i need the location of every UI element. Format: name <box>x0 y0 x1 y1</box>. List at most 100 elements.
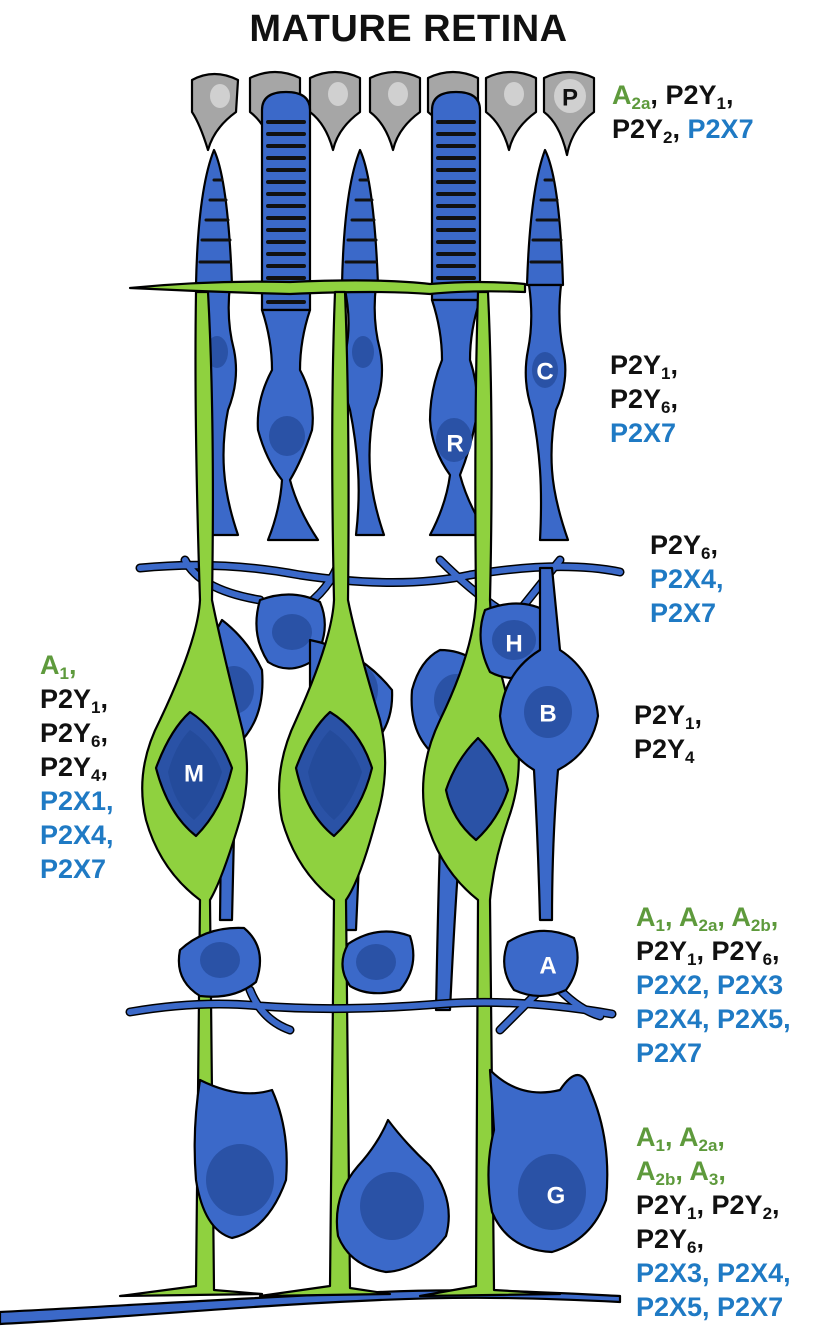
receptor-token: P2X7 <box>636 1038 702 1068</box>
receptor-token: P2Y1 <box>40 684 101 714</box>
receptor-token: P2X4, <box>40 820 114 850</box>
receptor-token: P2Y4 <box>40 752 101 782</box>
receptor-token: P2X5, P2X7 <box>636 1292 783 1322</box>
receptor-label-muller: A1,P2Y1,P2Y6,P2Y4,P2X1,P2X4,P2X7 <box>40 648 114 886</box>
receptor-token: , <box>69 650 77 680</box>
receptor-token: , <box>671 350 679 380</box>
photoreceptor-bodies <box>198 285 568 540</box>
receptor-line: A1, <box>40 648 114 682</box>
receptor-token: , <box>101 718 109 748</box>
receptor-line: P2X2, P2X3 <box>636 968 791 1002</box>
receptor-token: , <box>665 1122 679 1152</box>
receptor-token: , <box>101 684 109 714</box>
receptor-label-photoreceptors: P2Y1,P2Y6,P2X7 <box>610 348 678 450</box>
receptor-token: P2X4, <box>650 564 724 594</box>
receptor-token: P2X2, P2X3 <box>636 970 783 1000</box>
receptor-line: P2Y6, <box>610 382 678 416</box>
receptor-line: A1, A2a, A2b, <box>636 900 791 934</box>
receptor-line: A2a, P2Y1, <box>612 78 754 112</box>
receptor-line: P2X7 <box>40 852 114 886</box>
receptor-line: P2Y1, P2Y2, <box>636 1188 791 1222</box>
receptor-line: A1, A2a, <box>636 1120 791 1154</box>
receptor-line: P2Y1, <box>610 348 678 382</box>
receptor-token: P2Y1 <box>636 1190 697 1220</box>
receptor-token: P2X1, <box>40 786 114 816</box>
receptor-line: P2Y6, <box>636 1222 791 1256</box>
receptor-line: P2X3, P2X4, <box>636 1256 791 1290</box>
cell-letter-rod: R <box>446 431 463 458</box>
cone-outer-segments <box>196 150 563 285</box>
amacrine-nuclei <box>200 942 396 980</box>
cell-letter-bipolar: B <box>539 701 556 728</box>
receptor-label-ganglion: A1, A2a,A2b, A3,P2Y1, P2Y2,P2Y6,P2X3, P2… <box>636 1120 791 1324</box>
receptor-line: P2Y4, <box>40 750 114 784</box>
receptor-token: , <box>101 752 109 782</box>
receptor-token: P2Y1 <box>665 80 726 110</box>
receptor-line: P2Y6, <box>40 716 114 750</box>
receptor-token: P2X3, P2X4, <box>636 1258 791 1288</box>
receptor-token: , <box>726 80 734 110</box>
receptor-line: P2Y4 <box>634 732 702 766</box>
receptor-token: , <box>671 384 679 414</box>
receptor-token: , <box>650 80 665 110</box>
receptor-token: A1 <box>636 1122 665 1152</box>
receptor-token: , <box>772 1190 780 1220</box>
receptor-token: A2b <box>731 902 770 932</box>
receptor-line: P2Y6, <box>650 528 724 562</box>
receptor-line: P2X4, <box>40 818 114 852</box>
receptor-line: P2X7 <box>650 596 724 630</box>
receptor-token: , <box>665 902 679 932</box>
receptor-line: P2Y1, P2Y6, <box>636 934 791 968</box>
receptor-label-horizontal: P2Y6,P2X4,P2X7 <box>650 528 724 630</box>
cell-letter-ganglion: G <box>547 1183 566 1210</box>
cell-letter-amacrine: A <box>539 953 556 980</box>
receptor-line: A2b, A3, <box>636 1154 791 1188</box>
receptor-line: P2X7 <box>610 416 678 450</box>
receptor-token: A2a <box>679 902 717 932</box>
receptor-token: P2Y6 <box>610 384 671 414</box>
receptor-token: , <box>675 1156 689 1186</box>
receptor-token: , <box>697 1224 705 1254</box>
receptor-line: P2X1, <box>40 784 114 818</box>
receptor-token: A2a <box>679 1122 717 1152</box>
receptor-token: P2Y1 <box>636 936 697 966</box>
receptor-token: P2X7 <box>610 418 676 448</box>
receptor-label-bipolar: P2Y1,P2Y4 <box>634 698 702 766</box>
receptor-token: , <box>771 902 779 932</box>
cell-letter-horizontal: H <box>505 631 522 658</box>
photoreceptor-nuclei <box>206 336 558 462</box>
receptor-token: P2Y1 <box>610 350 671 380</box>
receptor-token: P2Y6 <box>712 936 773 966</box>
receptor-token: P2Y4 <box>634 734 695 764</box>
receptor-token: A2a <box>612 80 650 110</box>
receptor-token: P2Y2 <box>712 1190 773 1220</box>
horizontal-nucleus-left <box>272 614 312 650</box>
receptor-line: P2X4, P2X5, <box>636 1002 791 1036</box>
receptor-token: P2X7 <box>650 598 716 628</box>
receptor-line: P2X5, P2X7 <box>636 1290 791 1324</box>
receptor-token: A3 <box>689 1156 718 1186</box>
cell-letter-pigment: P <box>562 85 578 112</box>
receptor-token: , <box>697 1190 712 1220</box>
receptor-token: P2Y6 <box>650 530 711 560</box>
receptor-token: , <box>772 936 780 966</box>
cell-letter-cone: C <box>536 359 553 386</box>
receptor-token: , <box>718 1156 726 1186</box>
receptor-line: P2X4, <box>650 562 724 596</box>
receptor-token: , <box>717 1122 725 1152</box>
receptor-label-rpe: A2a, P2Y1,P2Y2, P2X7 <box>612 78 754 146</box>
receptor-line: P2Y2, P2X7 <box>612 112 754 146</box>
receptor-token: P2Y1 <box>634 700 695 730</box>
receptor-token: , <box>717 902 731 932</box>
receptor-token: P2X7 <box>40 854 106 884</box>
receptor-token: P2X4, P2X5, <box>636 1004 791 1034</box>
receptor-token: P2X7 <box>688 114 754 144</box>
receptor-line: P2Y1, <box>40 682 114 716</box>
receptor-token: , <box>673 114 688 144</box>
receptor-token: P2Y6 <box>40 718 101 748</box>
cone-discs <box>200 180 561 262</box>
receptor-token: A1 <box>636 902 665 932</box>
receptor-token: , <box>711 530 719 560</box>
receptor-line: P2X7 <box>636 1036 791 1070</box>
